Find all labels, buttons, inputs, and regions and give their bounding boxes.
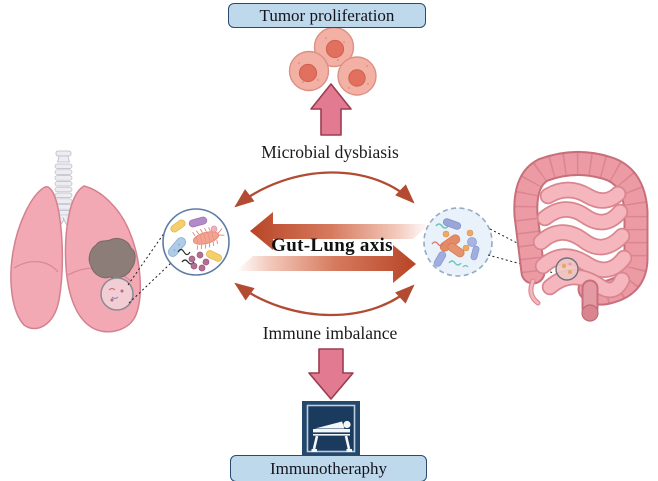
dysbiosis-arc-arrow-icon	[234, 171, 415, 208]
imbalance-arc-arrow-icon	[234, 282, 415, 317]
lung-tumor-icon	[88, 237, 136, 279]
lung-microbiome-magnifier-icon	[162, 208, 230, 276]
microbial-dysbiasis-label: Microbial dysbiasis	[261, 142, 399, 162]
lungs-icon	[10, 150, 142, 333]
tumor-proliferation-label: Tumor proliferation	[259, 5, 395, 25]
tumor-cells-icon	[288, 26, 377, 96]
immune-imbalance-label: Immune imbalance	[262, 323, 398, 343]
gut-lung-double-arrow-icon	[236, 212, 430, 283]
up-arrow-icon	[310, 83, 352, 136]
radiotherapy-bed-icon	[302, 401, 360, 456]
lung-sample-spot-icon	[100, 277, 134, 311]
down-arrow-icon	[308, 348, 354, 400]
immunotherapy-label: Immunotheraphy	[269, 458, 388, 478]
gut-microbiome-magnifier-icon	[423, 207, 493, 277]
immunotherapy-box: Immunotheraphy	[230, 455, 427, 481]
gut-sample-spot-icon	[555, 257, 579, 281]
intestines-icon	[513, 150, 649, 322]
gut-lung-axis-label: Gut-Lung axis	[271, 235, 393, 256]
lung-magnifier-connectors	[127, 228, 173, 304]
tumor-proliferation-box: Tumor proliferation	[228, 3, 426, 28]
